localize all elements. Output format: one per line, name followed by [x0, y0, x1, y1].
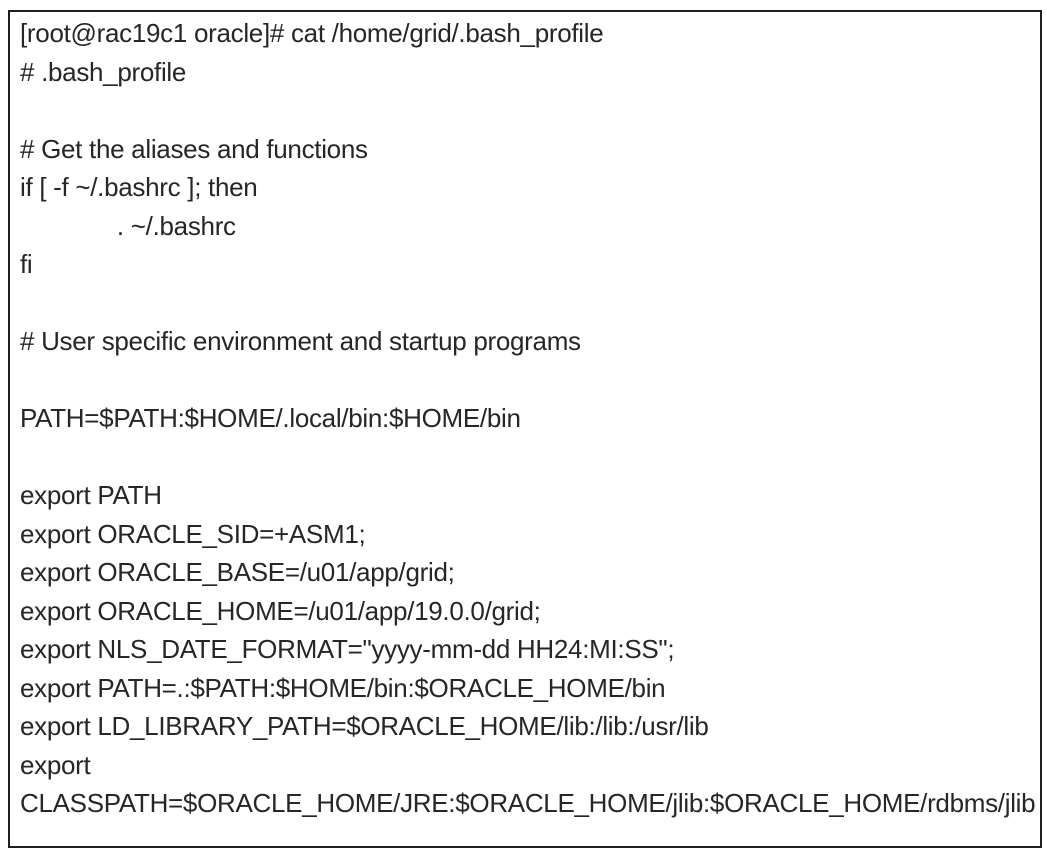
terminal-line: # Get the aliases and functions — [20, 133, 368, 164]
shell-prompt-line: [root@rac19c1 oracle]# cat /home/grid/.b… — [20, 18, 604, 48]
terminal-line: export ORACLE_SID=+ASM1; — [20, 518, 366, 549]
terminal-line-indented: . ~/.bashrc — [20, 210, 236, 241]
terminal-line: export ORACLE_HOME=/u01/app/19.0.0/grid; — [20, 595, 541, 626]
terminal-line-blank — [20, 91, 1034, 130]
terminal-line: PATH=$PATH:$HOME/.local/bin:$HOME/bin — [20, 403, 521, 433]
terminal-line: export PATH=.:$PATH:$HOME/bin:$ORACLE_HO… — [20, 672, 666, 703]
terminal-line: CLASSPATH=$ORACLE_HOME/JRE:$ORACLE_HOME/… — [20, 788, 1036, 818]
terminal-line-blank — [20, 361, 1034, 400]
terminal-line-blank — [20, 438, 1034, 477]
terminal-line: fi — [20, 249, 33, 279]
terminal-line: export LD_LIBRARY_PATH=$ORACLE_HOME/lib:… — [20, 711, 709, 741]
terminal-line: export NLS_DATE_FORMAT="yyyy-mm-dd HH24:… — [20, 634, 675, 664]
terminal-output-block: [root@rac19c1 oracle]# cat /home/grid/.b… — [8, 10, 1042, 848]
terminal-line: if [ -f ~/.bashrc ]; then — [20, 172, 258, 202]
terminal-line: export ORACLE_BASE=/u01/app/grid; — [20, 557, 455, 587]
terminal-line-blank — [20, 284, 1034, 323]
terminal-line: # User specific environment and startup … — [20, 326, 581, 356]
terminal-line: export PATH — [20, 480, 162, 510]
terminal-line: # .bash_profile — [20, 56, 187, 87]
terminal-line: export — [20, 749, 91, 780]
